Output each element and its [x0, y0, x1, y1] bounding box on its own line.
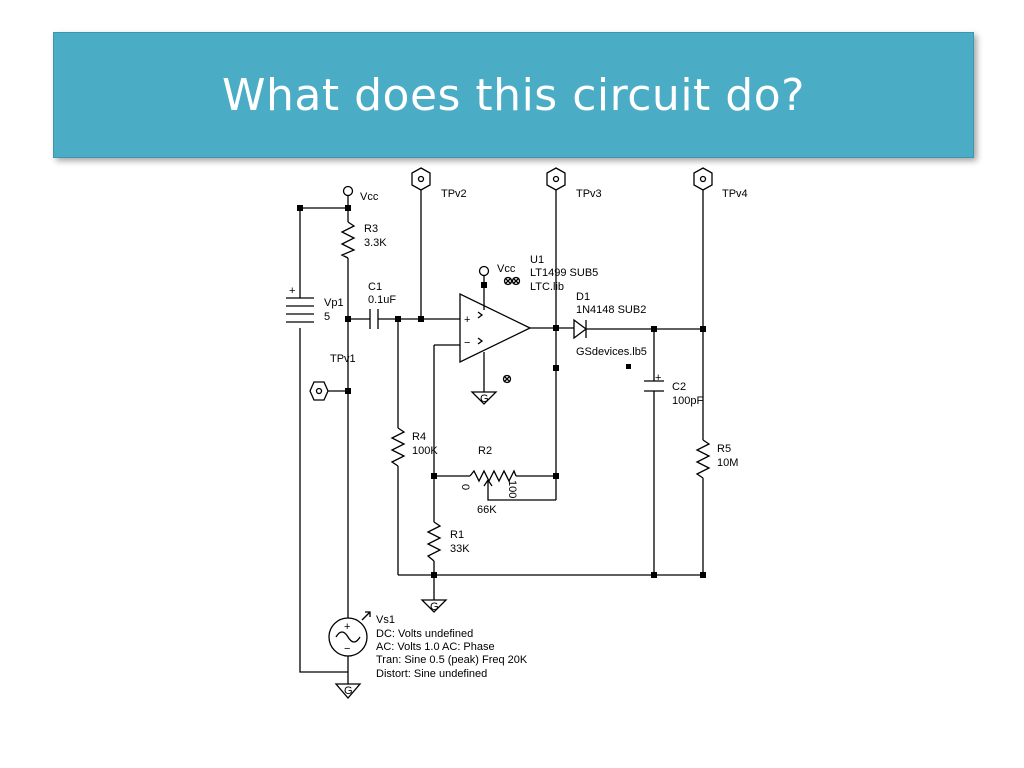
label-vs1-ac: AC: Volts 1.0 AC: Phase: [376, 641, 495, 653]
title-banner: What does this circuit do?: [53, 32, 974, 158]
label-vp1-value: 5: [324, 311, 330, 323]
label-vs1-plus: +: [344, 621, 350, 633]
label-opamp-plus: +: [464, 314, 470, 326]
label-u1-name: U1: [530, 254, 544, 266]
label-d1-model: 1N4148 SUB2: [576, 304, 646, 316]
ground-opamp: [470, 391, 498, 405]
label-r5-name: R5: [717, 443, 731, 455]
label-r2-max: 100: [506, 480, 518, 498]
label-ground-mid: G: [430, 601, 439, 613]
label-r4-value: 100K: [412, 445, 438, 457]
ground-bottom-mid: [420, 599, 448, 613]
label-r4-name: R4: [412, 431, 426, 443]
diode-d1: [573, 318, 588, 340]
resistor-r5: [695, 439, 711, 479]
capacitor-c2: [644, 380, 664, 392]
voltage-source-vs1: [328, 611, 371, 657]
label-vs1-dc: DC: Volts undefined: [376, 628, 473, 640]
label-c1-value: 0.1uF: [368, 294, 396, 306]
label-r3-name: R3: [364, 223, 378, 235]
label-vs1-tran: Tran: Sine 0.5 (peak) Freq 20K: [376, 654, 528, 666]
label-r1-name: R1: [450, 529, 464, 541]
label-tpv3: TPv3: [576, 188, 602, 200]
vcc-terminal-top: [342, 185, 354, 197]
junctions: [297, 205, 706, 578]
ground-bottom-left: [334, 683, 362, 699]
label-r5-value: 10M: [717, 457, 738, 469]
label-tpv2: TPv2: [441, 188, 467, 200]
test-point-tpv4: [693, 167, 713, 191]
label-vcc-opamp: Vcc: [497, 263, 516, 275]
nc-marks: [502, 276, 521, 384]
label-c2-name: C2: [672, 381, 686, 393]
label-c2-value: 100pF: [672, 395, 703, 407]
label-u1-lib: LTC.lib: [530, 281, 564, 293]
vcc-terminal-opamp: [478, 265, 490, 277]
label-vp1-name: Vp1: [324, 297, 344, 309]
test-point-tpv2: [411, 167, 431, 191]
resistor-r3: [340, 221, 356, 259]
battery-vp1: [286, 297, 314, 323]
slide-title: What does this circuit do?: [222, 69, 805, 121]
label-r2-name: R2: [478, 445, 492, 457]
label-d1-lib: GSdevices.lb5: [576, 346, 647, 358]
opamp-u1: [459, 292, 532, 364]
label-vcc-top: Vcc: [360, 191, 379, 203]
label-r1-value: 33K: [450, 543, 470, 555]
label-d1-name: D1: [576, 291, 590, 303]
label-c2-plus: +: [655, 372, 661, 384]
label-r2-min: 0: [459, 484, 471, 490]
label-vs1-distort: Distort: Sine undefined: [376, 668, 487, 680]
label-u1-model: LT1499 SUB5: [530, 267, 598, 279]
label-vs1-name: Vs1: [376, 614, 395, 626]
label-ground-opamp: G: [480, 393, 489, 405]
label-vs1-minus: −: [344, 643, 350, 655]
resistor-r1: [426, 521, 442, 562]
test-point-tpv3: [546, 167, 566, 191]
label-tpv4: TPv4: [722, 188, 748, 200]
label-opamp-minus: −: [464, 337, 470, 349]
label-ground-left: G: [344, 685, 353, 697]
label-c1-name: C1: [368, 281, 382, 293]
label-vp1-plus: +: [289, 285, 295, 297]
label-r3-value: 3.3K: [364, 237, 387, 249]
label-tpv1: TPv1: [330, 353, 356, 365]
test-point-tpv1: [309, 381, 329, 401]
wires: [299, 190, 704, 684]
capacitor-c1: [369, 309, 379, 329]
resistor-r4: [390, 427, 406, 467]
potentiometer-r2: [469, 469, 517, 494]
label-r2-value: 66K: [477, 504, 497, 516]
